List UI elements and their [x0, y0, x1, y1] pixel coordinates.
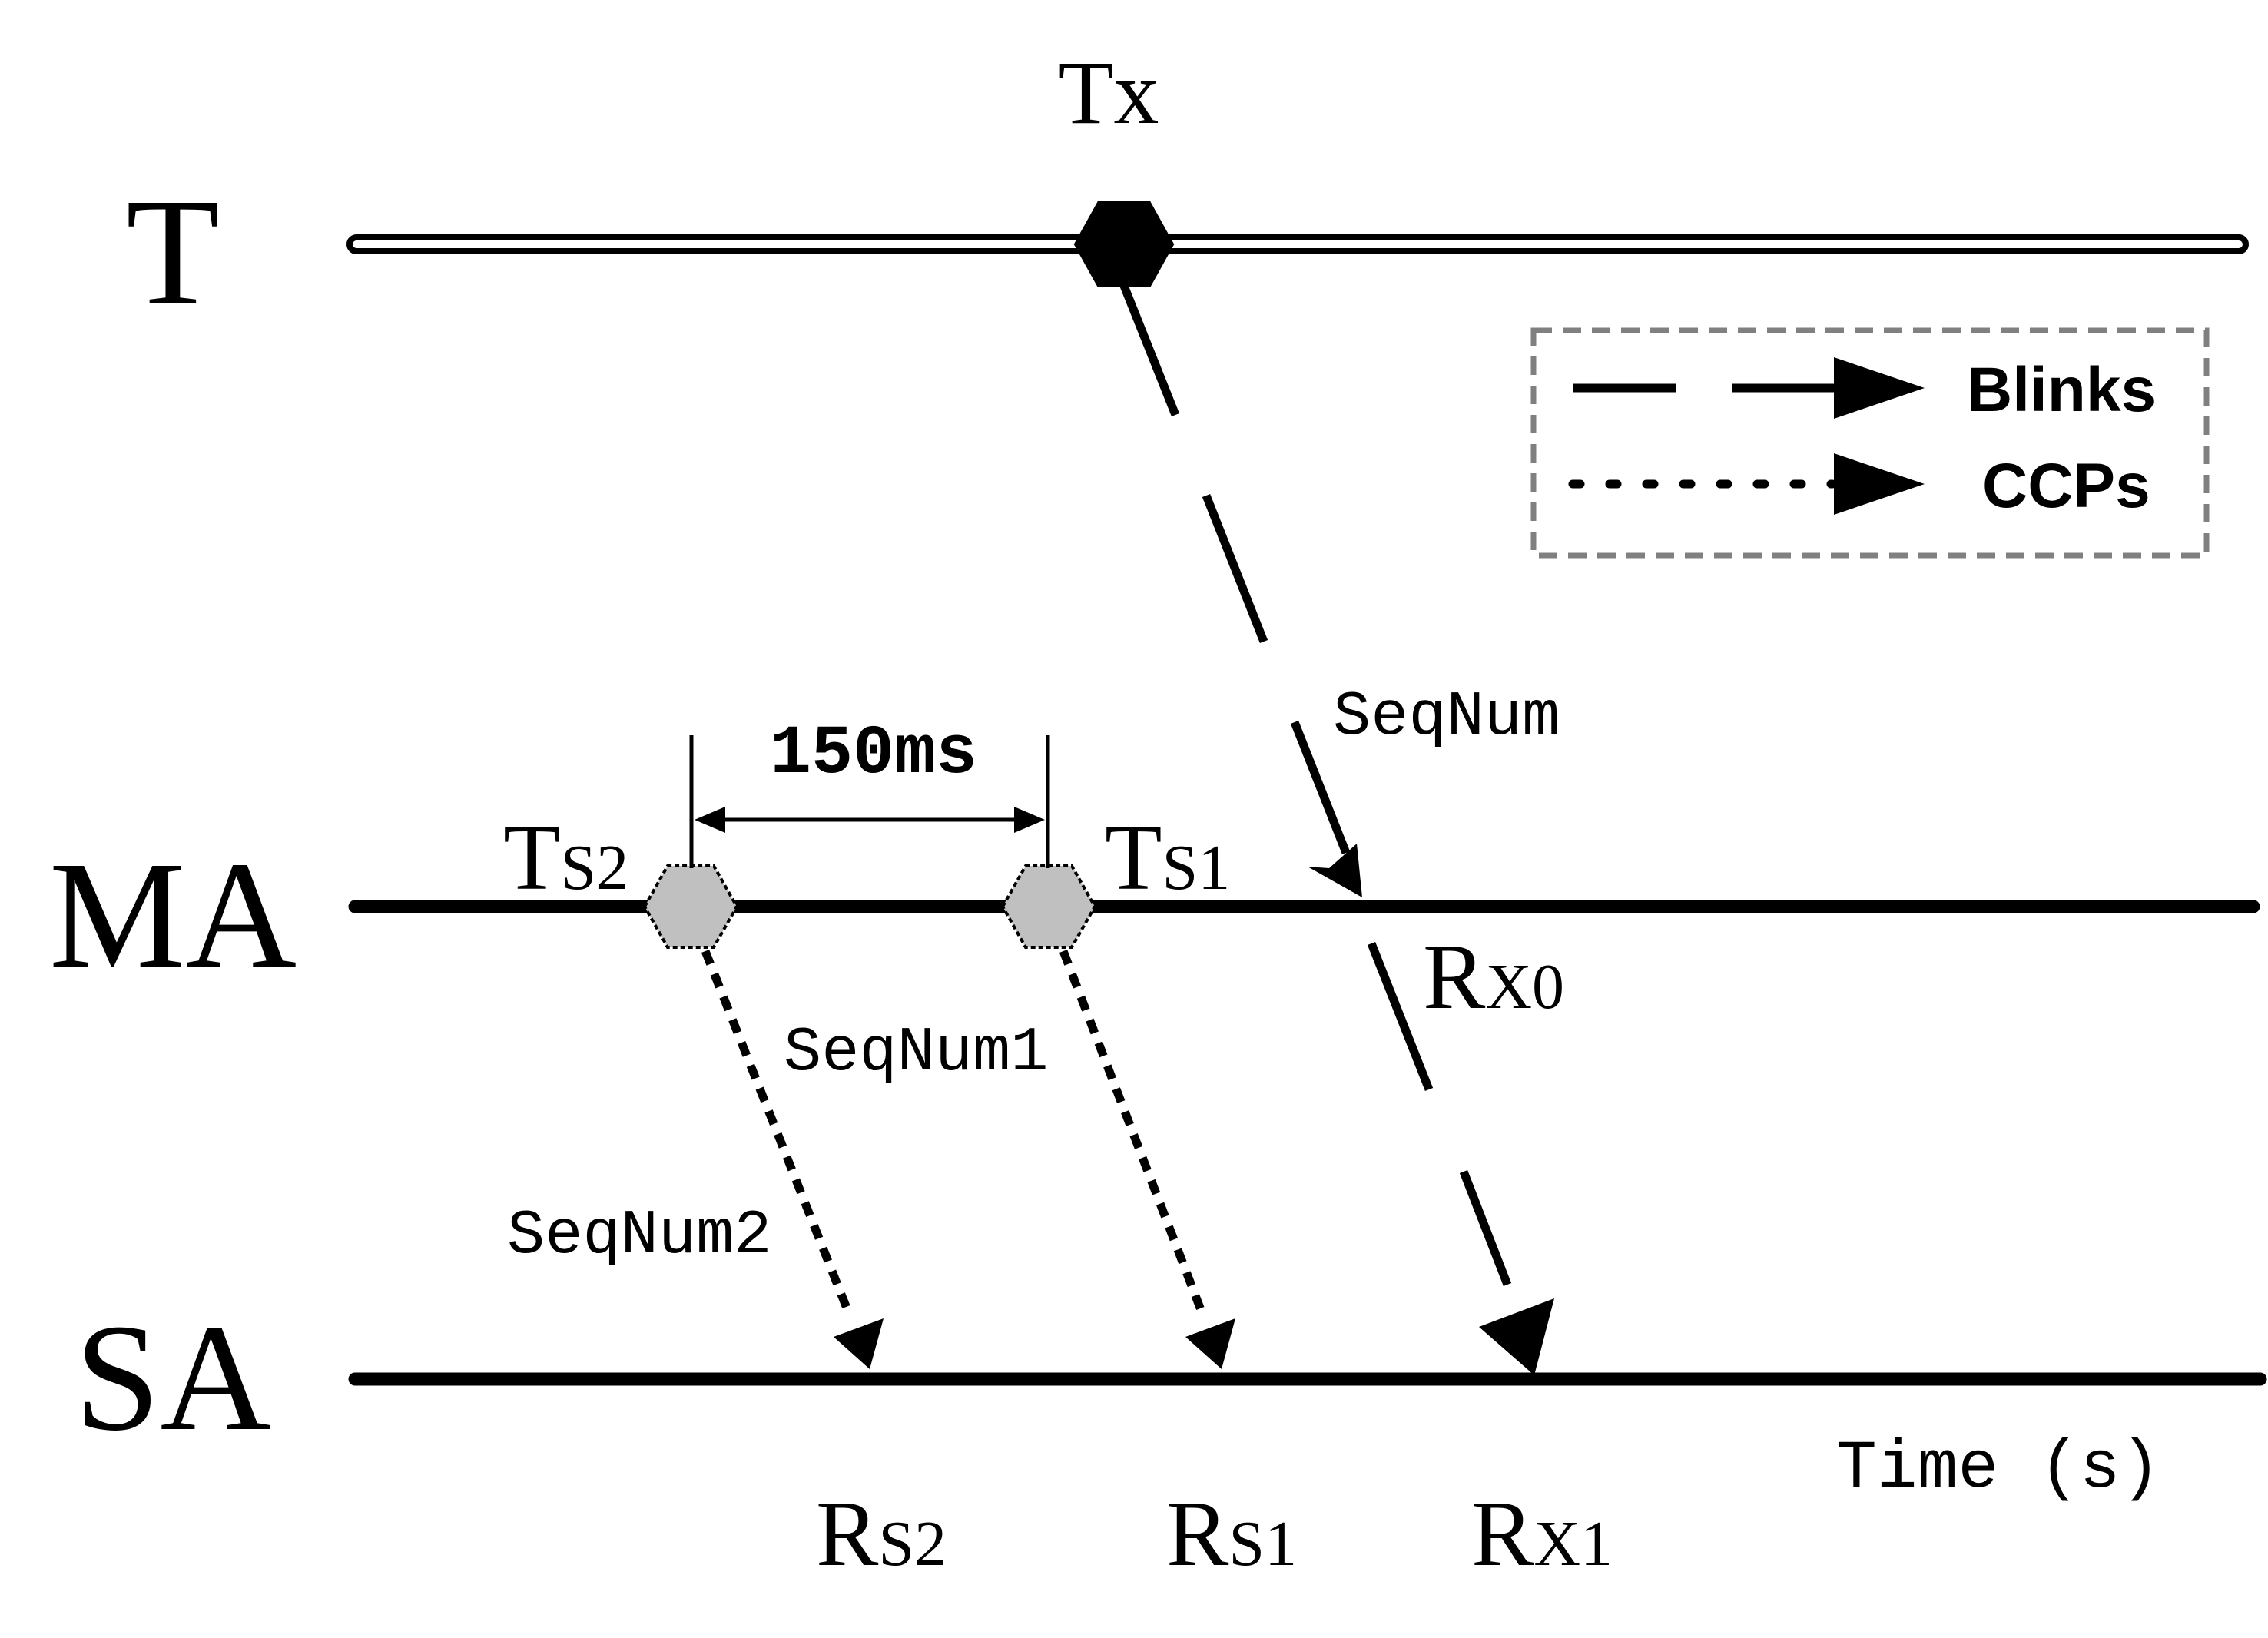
ts1-label-sub: S1 — [1162, 832, 1231, 904]
interval-label: 150ms — [770, 715, 977, 794]
rs1-label-sub: S1 — [1228, 1508, 1297, 1580]
timeline-t — [346, 234, 2249, 254]
rx0-label: RX0 — [1423, 925, 1564, 1029]
legend-border — [1530, 327, 2210, 559]
seqnum-label: SeqNum — [1333, 681, 1560, 753]
seqnum2-label: SeqNum2 — [507, 1200, 771, 1272]
timeline-label-ma: MA — [49, 831, 297, 1000]
rx1-label-sub: X1 — [1534, 1508, 1613, 1580]
ccp-arrowhead-seqnum2 — [834, 1318, 884, 1369]
rs1-label-main: R — [1166, 1482, 1229, 1586]
legend: Blinks CCPs — [1530, 327, 2210, 559]
ts1-label-main: T — [1105, 806, 1162, 910]
tx-hexagon — [1073, 201, 1175, 287]
ts2-label: TS2 — [503, 806, 628, 910]
ccp-arrowhead-seqnum1 — [1185, 1318, 1235, 1369]
blink-arrow-to-sa — [1367, 941, 1554, 1375]
blink-arrowhead-ma — [1308, 844, 1362, 897]
legend-blinks-symbol — [1573, 357, 1925, 419]
time-axis-label: Time (s) — [1836, 1431, 2160, 1507]
rs2-label-sub: S2 — [878, 1508, 947, 1580]
interval-arrowhead-right — [1014, 807, 1045, 833]
rs2-label-main: R — [816, 1482, 879, 1586]
blink-arrowhead-sa — [1479, 1298, 1554, 1375]
interval-arrowhead-left — [695, 807, 725, 833]
legend-ccps-symbol — [1568, 453, 1925, 515]
ccp-arrow-seqnum1 — [1059, 950, 1235, 1369]
ccp-arrow-seqnum2 — [701, 949, 884, 1369]
ts2-label-main: T — [503, 806, 561, 910]
legend-blinks-label: Blinks — [1967, 355, 2156, 425]
rs2-label: RS2 — [816, 1482, 947, 1586]
ts2-hexagon — [642, 864, 739, 949]
ts1-hexagon — [1000, 864, 1097, 949]
rs1-label: RS1 — [1166, 1482, 1297, 1586]
timeline-label-t: T — [126, 167, 220, 337]
timeline-label-sa: SA — [75, 1293, 271, 1463]
ts1-label: TS1 — [1105, 806, 1230, 910]
legend-ccps-arrowhead — [1834, 453, 1925, 515]
seqnum1-label: SeqNum1 — [784, 1017, 1048, 1089]
blink-arrow-to-ma — [1119, 284, 1362, 897]
rx1-label-main: R — [1471, 1482, 1534, 1586]
legend-blinks-arrowhead — [1834, 357, 1925, 419]
ts2-label-sub: S2 — [561, 832, 629, 904]
interval-marker — [689, 735, 1050, 868]
rx1-label: RX1 — [1471, 1482, 1613, 1586]
rx0-label-main: R — [1423, 925, 1486, 1029]
tx-label: Tx — [1058, 42, 1159, 143]
legend-ccps-label: CCPs — [1982, 451, 2150, 521]
rx0-label-sub: X0 — [1485, 951, 1564, 1023]
